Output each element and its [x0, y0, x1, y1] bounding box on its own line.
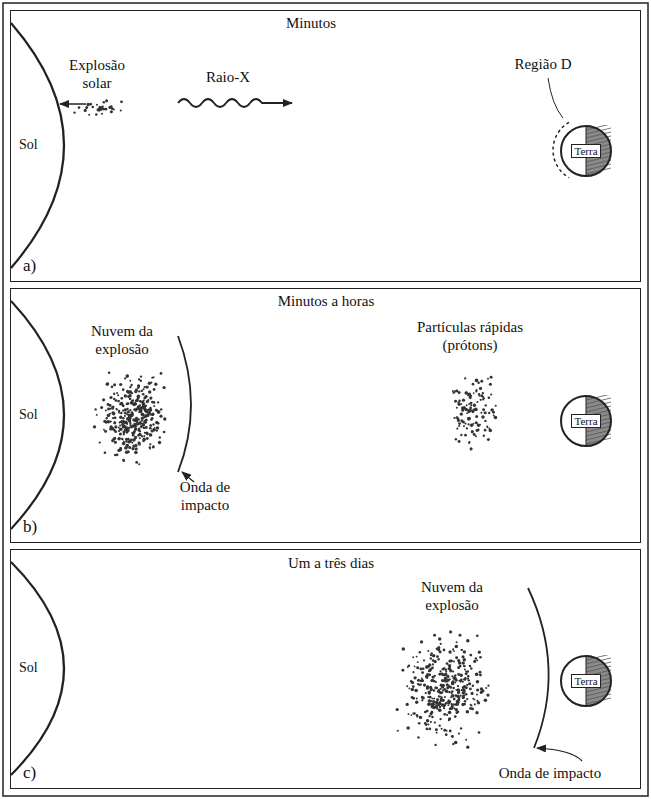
shock-label: Onda de impacto: [169, 478, 241, 514]
flare-arrow: [60, 103, 86, 105]
earth-outline: [561, 656, 611, 706]
time-heading: Um a três dias: [288, 555, 374, 572]
earth-outline: [561, 396, 611, 446]
sun-arc: [11, 23, 64, 268]
earth-circle: Terra: [560, 125, 612, 177]
panel: Minutos a) Sol Terra: [10, 10, 641, 282]
panel-letter: a): [23, 256, 36, 276]
flare-label: Explosão solar: [61, 56, 133, 92]
earth-circle: Terra: [560, 655, 612, 707]
sun-arc: [11, 562, 64, 775]
sun-shape: Sol: [11, 11, 71, 280]
outer-frame: [3, 3, 648, 796]
sun-shape: Sol: [11, 289, 71, 541]
particle-dots: [73, 99, 497, 749]
leader-line: [548, 78, 563, 118]
shock-label: Onda de impacto: [480, 764, 620, 782]
time-heading: Minutos: [286, 15, 336, 32]
panel-letter: b): [23, 517, 37, 537]
earth-label: Terra: [571, 414, 600, 428]
sun-label: Sol: [19, 660, 38, 676]
time-heading: Minutos a horas: [278, 293, 375, 310]
xray-wave: [178, 99, 292, 107]
cloud-label: Nuvem da explosão: [412, 578, 492, 614]
panel-letter: c): [23, 763, 36, 783]
earth-label: Terra: [571, 144, 600, 158]
panel: Um a três dias c) SolTerra: [10, 549, 641, 789]
earth-outline: [561, 126, 611, 176]
proton-label: Partículas rápidas (prótons): [395, 318, 545, 354]
leader-arrow: [537, 748, 582, 761]
sun-label: Sol: [19, 137, 38, 153]
sun-label: Sol: [19, 407, 38, 423]
sun-shape: Sol: [11, 550, 71, 787]
xray-label: Raio-X: [188, 68, 268, 86]
earth-circle: Terra: [560, 395, 612, 447]
shock-wave: [528, 588, 549, 748]
earth-label: Terra: [571, 674, 600, 688]
region-label: Região D: [503, 55, 583, 73]
sun-arc: [11, 301, 64, 529]
cloud-label: Nuvem da explosão: [82, 322, 162, 358]
shock-wave: [178, 336, 191, 472]
